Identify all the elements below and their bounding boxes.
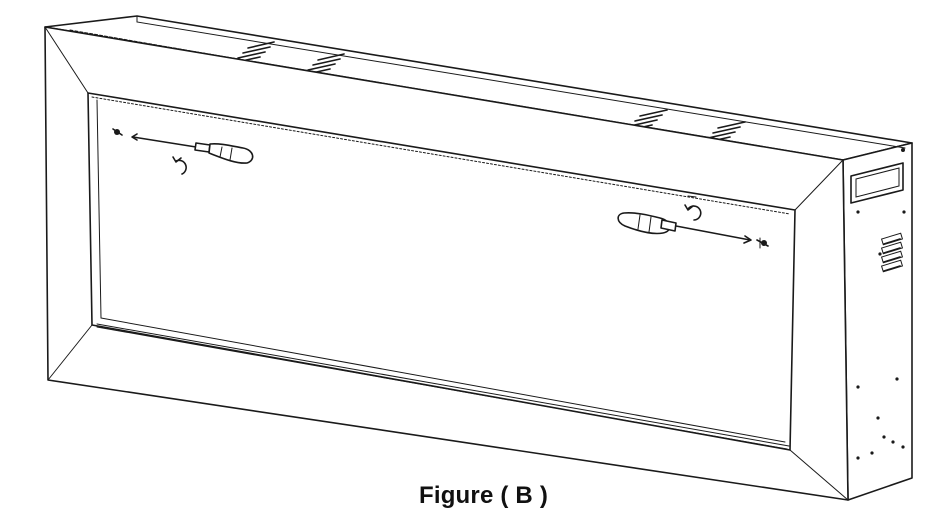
screw-left-icon xyxy=(112,128,123,136)
front-frame xyxy=(44,26,849,501)
screwdriver-left-icon xyxy=(131,133,254,164)
top-vents xyxy=(232,41,746,144)
counterclockwise-arrow-right-icon xyxy=(684,195,702,221)
screwdriver-right-icon xyxy=(617,212,752,244)
side-panel-details xyxy=(850,148,906,460)
screw-right-icon xyxy=(756,237,769,249)
counterclockwise-arrow-left-icon xyxy=(172,156,187,175)
figure-caption: Figure ( B ) xyxy=(418,482,549,509)
